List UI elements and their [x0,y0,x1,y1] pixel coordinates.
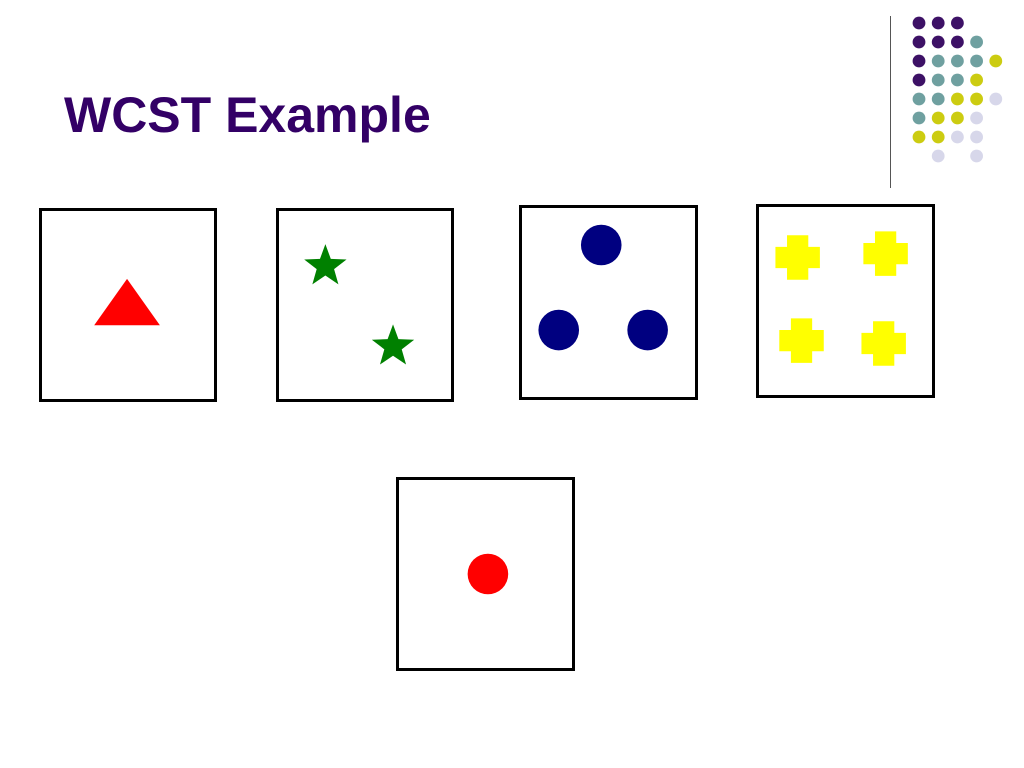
decorative-dot [970,92,983,106]
decorative-dot [931,73,945,87]
decorative-dot [912,73,926,87]
decorative-divider [890,16,891,188]
decorative-dot [951,73,964,87]
stimulus-card-one-red-circle[interactable] [396,477,575,671]
triangle-symbol [94,278,160,326]
decorative-dot [970,130,983,144]
decorative-dot [951,92,964,106]
decorative-dot [970,73,983,87]
decorative-dot [931,92,945,106]
decorative-dot [970,54,983,68]
decorative-dot [912,130,926,144]
star-symbol [304,244,347,285]
decorative-dot [912,35,926,49]
decorative-dot [970,149,983,163]
decorative-dot [951,16,964,30]
cross-symbol [861,321,906,366]
slide-title: WCST Example [64,87,431,143]
decorative-dot [912,92,926,106]
cross-symbol [775,235,820,280]
circle-symbol [627,309,668,351]
decorative-dot [951,35,964,49]
star-symbol [371,324,415,365]
decorative-dot [931,16,945,30]
cross-symbol [779,318,824,363]
decorative-dot [931,149,945,163]
response-card-two-green-stars[interactable] [276,208,454,402]
decorative-dot [970,35,983,49]
decorative-dot [912,54,926,68]
circle-symbol [467,553,509,595]
decorative-dot [912,111,926,125]
decorative-dot [931,130,945,144]
decorative-dot [912,16,926,30]
decorative-dot [989,92,1003,106]
decorative-dot-grid [912,16,1003,163]
decorative-dot [989,54,1003,68]
response-card-four-yellow-crosses[interactable] [756,204,935,398]
decorative-dot [951,130,964,144]
circle-symbol [538,309,580,351]
decorative-dot [951,111,964,125]
decorative-dot [931,111,945,125]
circle-symbol [580,224,622,266]
decorative-dot [931,35,945,49]
response-card-one-red-triangle[interactable] [39,208,217,402]
decorative-dot [931,54,945,68]
decorative-dot [951,54,964,68]
cross-symbol [863,231,908,276]
decorative-dot [970,111,983,125]
response-card-three-blue-circles[interactable] [519,205,698,400]
